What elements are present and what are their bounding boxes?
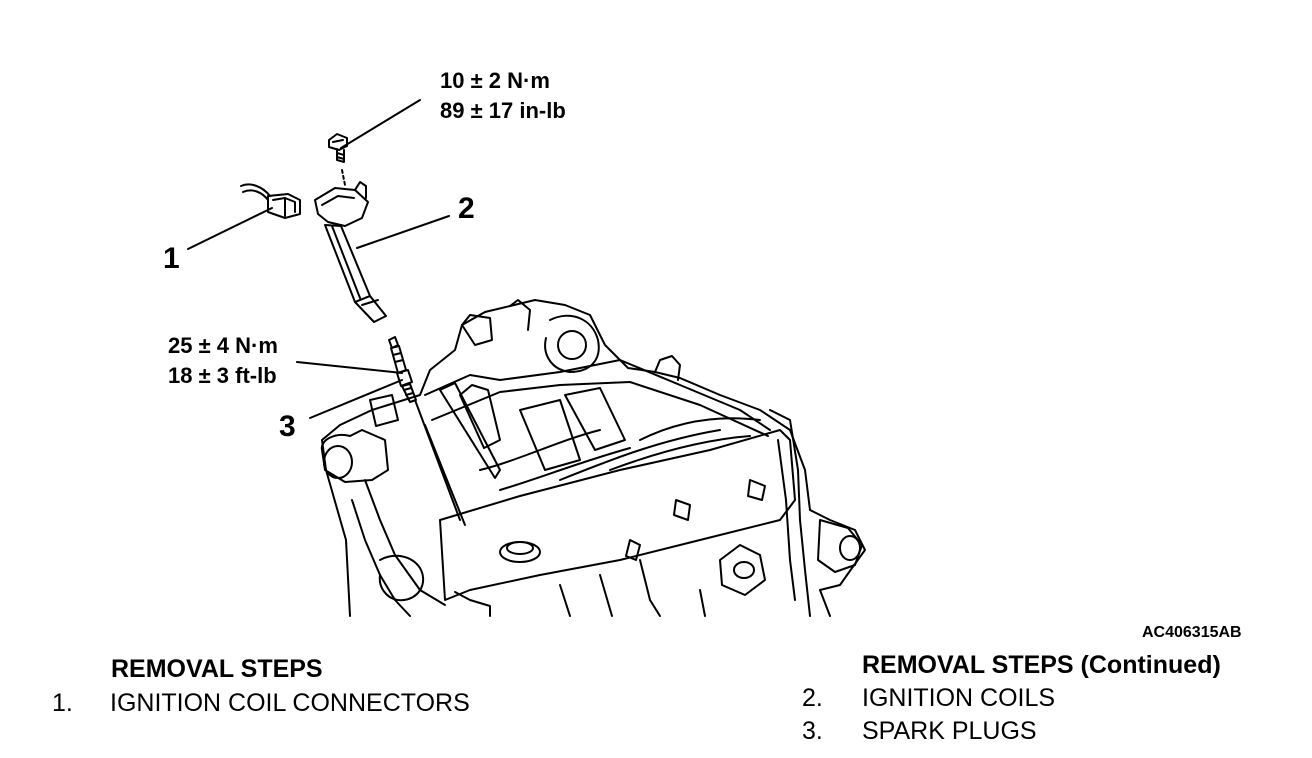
bolt-torque-inlb: 89 ± 17 in-lb — [440, 98, 566, 123]
engine-illustration — [187, 99, 866, 617]
bolt-torque-spec: 10 ± 2 N·m 89 ± 17 in-lb — [440, 66, 566, 126]
callout-1: 1 — [163, 242, 180, 275]
bolt-torque-nm: 10 ± 2 N·m — [440, 68, 550, 93]
plug-torque-nm: 25 ± 4 N·m — [168, 333, 278, 358]
leader-connector — [187, 207, 273, 250]
engine-block-icon — [320, 299, 866, 617]
removal-step-3: 3. SPARK PLUGS — [802, 717, 1037, 746]
coil-bolt-icon — [328, 133, 348, 186]
removal-steps-heading: REMOVAL STEPS — [111, 655, 323, 683]
step-number: 2. — [802, 684, 823, 712]
step-text: IGNITION COIL CONNECTORS — [110, 689, 470, 717]
removal-step-1: 1. IGNITION COIL CONNECTORS — [52, 689, 470, 718]
plug-torque-ftlb: 18 ± 3 ft-lb — [168, 363, 277, 388]
ignition-coil-icon — [314, 181, 387, 323]
step-text: IGNITION COILS — [862, 684, 1056, 712]
coil-connector-icon — [240, 183, 301, 219]
leader-plug — [309, 379, 403, 419]
step-number: 3. — [802, 717, 823, 745]
removal-step-2: 2. IGNITION COILS — [802, 684, 1055, 713]
callout-3: 3 — [279, 410, 296, 443]
callout-2: 2 — [458, 192, 475, 225]
removal-steps-continued-heading: REMOVAL STEPS (Continued) — [862, 651, 1221, 679]
leader-bolt — [340, 99, 421, 149]
step-text: SPARK PLUGS — [862, 717, 1037, 745]
leader-lines — [187, 99, 450, 419]
figure-id: AC406315AB — [1142, 624, 1242, 641]
spark-plug-icon — [388, 336, 417, 403]
leader-plug-torque — [296, 361, 403, 374]
step-number: 1. — [52, 689, 73, 717]
leader-coil — [356, 215, 450, 249]
plug-torque-spec: 25 ± 4 N·m 18 ± 3 ft-lb — [168, 331, 278, 391]
